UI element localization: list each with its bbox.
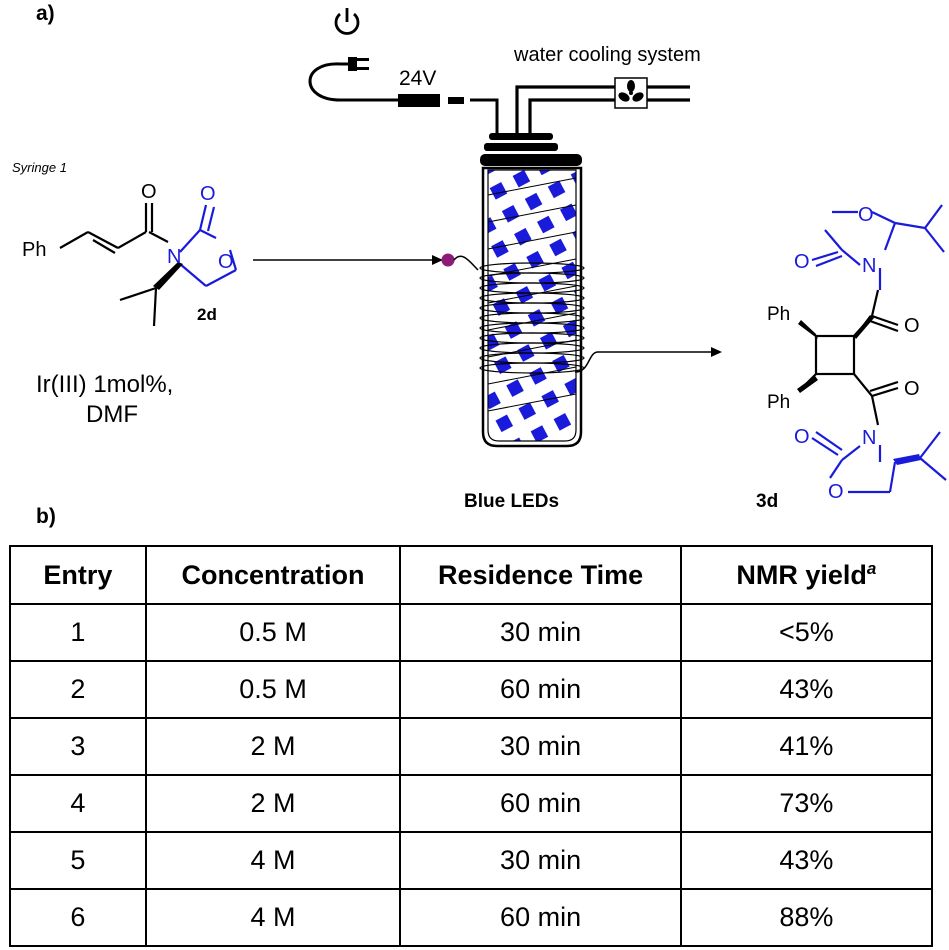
product-co-o-1: O xyxy=(794,251,810,273)
table-header-row: Entry Concentration Residence Time NMR y… xyxy=(9,545,934,605)
header-entry: Entry xyxy=(9,545,147,605)
oxazolidinone-co-label: O xyxy=(200,183,216,205)
cell-entry: 1 xyxy=(9,603,147,662)
photoreactor xyxy=(479,133,585,448)
product-ph-2: Ph xyxy=(767,392,790,413)
cell-nmr-yield: <5% xyxy=(679,603,934,662)
results-table-wrapper: Entry Concentration Residence Time NMR y… xyxy=(9,545,934,947)
footnote-marker: a xyxy=(866,559,877,578)
product-carbonyl-o-2: O xyxy=(904,378,920,400)
cell-residence-time: 30 min xyxy=(399,831,682,890)
carbonyl-o-label: O xyxy=(141,181,157,203)
product-co-o-2: O xyxy=(794,426,810,448)
cell-nmr-yield: 88% xyxy=(679,888,934,947)
cell-nmr-yield: 43% xyxy=(679,660,934,719)
fan-icon xyxy=(614,77,648,109)
results-table: Entry Concentration Residence Time NMR y… xyxy=(9,545,934,947)
conditions-line-2: DMF xyxy=(86,401,138,428)
ph-label: Ph xyxy=(22,239,46,261)
reaction-scheme: Syringe 1 Ph O O N O 2d Ir(III) 1mol%, D… xyxy=(12,8,947,512)
cell-concentration: 0.5 M xyxy=(144,660,402,719)
cell-entry: 2 xyxy=(9,660,147,719)
table-row: 6 4 M 60 min 88% xyxy=(9,888,934,947)
product-n-2: N xyxy=(862,427,876,449)
header-nmr-yield-text: NMR yield xyxy=(736,560,867,590)
header-nmr-yield: NMR yielda xyxy=(679,545,934,605)
product-ph-1: Ph xyxy=(767,304,790,325)
inlet-dot xyxy=(441,253,455,267)
cell-concentration: 4 M xyxy=(144,888,402,947)
blue-leds-label: Blue LEDs xyxy=(464,491,559,512)
power-adapter xyxy=(398,94,440,107)
compound-2d-label: 2d xyxy=(197,305,217,324)
table-row: 2 0.5 M 60 min 43% xyxy=(9,660,934,719)
product-carbonyl-o-1: O xyxy=(904,315,920,337)
cell-residence-time: 60 min xyxy=(399,888,682,947)
table-row: 3 2 M 30 min 41% xyxy=(9,717,934,776)
header-concentration: Concentration xyxy=(144,545,402,605)
nitrogen-label: N xyxy=(167,246,181,268)
voltage-label: 24V xyxy=(399,67,436,90)
syringe-label: Syringe 1 xyxy=(12,160,67,175)
cell-nmr-yield: 73% xyxy=(679,774,934,833)
cell-entry: 6 xyxy=(9,888,147,947)
cell-nmr-yield: 41% xyxy=(679,717,934,776)
header-residence-time: Residence Time xyxy=(399,545,682,605)
cell-concentration: 2 M xyxy=(144,717,402,776)
compound-3d-label: 3d xyxy=(756,491,778,512)
cell-concentration: 0.5 M xyxy=(144,603,402,662)
cooling-label: water cooling system xyxy=(513,44,701,66)
cell-entry: 3 xyxy=(9,717,147,776)
table-row: 4 2 M 60 min 73% xyxy=(9,774,934,833)
product-ring-o-1: O xyxy=(858,204,874,226)
cell-residence-time: 30 min xyxy=(399,603,682,662)
product-n-1: N xyxy=(862,255,876,277)
table-row: 5 4 M 30 min 43% xyxy=(9,831,934,890)
cell-residence-time: 30 min xyxy=(399,717,682,776)
cell-residence-time: 60 min xyxy=(399,774,682,833)
outlet-arrow xyxy=(574,351,715,373)
product-ring-o-2: O xyxy=(828,481,844,503)
ring-o-label: O xyxy=(218,251,234,273)
panel-a-label: a) xyxy=(36,2,55,25)
power-cable xyxy=(308,62,398,102)
plug-icon xyxy=(340,57,369,71)
conditions-line-1: Ir(III) 1mol%, xyxy=(36,371,173,398)
cell-entry: 4 xyxy=(9,774,147,833)
table-row: 1 0.5 M 30 min <5% xyxy=(9,603,934,662)
cooling-pipes xyxy=(515,85,690,135)
cell-concentration: 4 M xyxy=(144,831,402,890)
cell-concentration: 2 M xyxy=(144,774,402,833)
cell-residence-time: 60 min xyxy=(399,660,682,719)
power-icon xyxy=(334,8,360,35)
cell-entry: 5 xyxy=(9,831,147,890)
panel-b-label: b) xyxy=(36,505,56,528)
cell-nmr-yield: 43% xyxy=(679,831,934,890)
